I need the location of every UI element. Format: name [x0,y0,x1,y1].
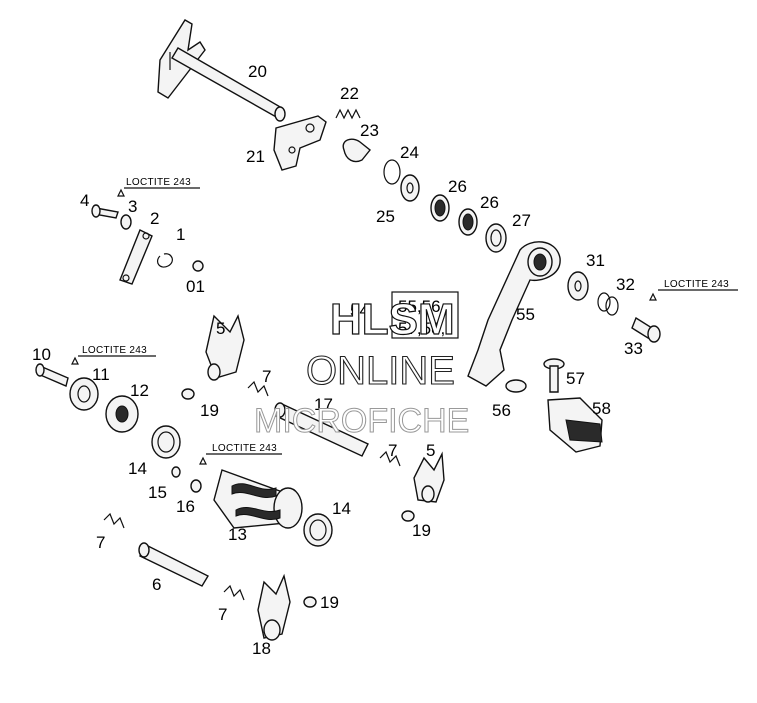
label-box-55-58 [391,291,459,339]
label-19a: 19 [200,401,219,420]
part-26-bearing-b [458,208,478,236]
loctite-label-right: LOCTITE 243 [664,279,729,290]
part-7-spring-b [379,450,401,467]
label-6: 6 [152,575,161,594]
loctite-label-center: LOCTITE 243 [212,443,277,454]
label-box-line1: 55,56, [398,297,445,316]
label-7a: 7 [262,367,271,386]
part-5-fork-lower [413,451,445,503]
part-19-roller-c [303,596,317,608]
label-18: 18 [252,639,271,658]
label-16: 16 [176,497,195,516]
part-57-pin [543,358,565,393]
label-20: 20 [248,62,267,81]
part-19-roller-b [401,510,415,522]
label-23: 23 [360,121,379,140]
label-21: 21 [246,147,265,166]
part-12-shift-star [105,395,139,433]
label-4: 4 [80,191,89,210]
label-01: 01 [186,277,205,296]
part-3-washer [120,214,132,230]
label-15: 15 [148,483,167,502]
part-26-bearing-a [430,194,450,222]
label-12: 12 [130,381,149,400]
part-10-bolt [35,356,79,387]
part-14-seal-a [151,425,181,459]
label-56: 56 [492,401,511,420]
label-33: 33 [624,339,643,358]
label-57: 57 [566,369,585,388]
label-55: 55 [516,305,535,324]
label-26a: 26 [448,177,467,196]
label-19b: 19 [412,521,431,540]
part-7-spring-d [223,584,245,601]
loctite-leaders [78,187,738,455]
part-27-bushing [485,223,507,253]
label-10: 10 [32,345,51,364]
label-7c: 7 [96,533,105,552]
part-56-ring [505,379,527,393]
label-58: 58 [592,399,611,418]
part-15-pin [171,466,181,478]
part-13-shift-drum [213,469,303,529]
label-31: 31 [586,251,605,270]
part-5-fork-upper [205,313,245,381]
label-14b: 14 [332,499,351,518]
part-6-rod [138,542,209,587]
part-16-pin [190,456,207,493]
watermark-line2: ONLINE [306,349,455,393]
part-22-spring [335,108,361,120]
part-7-spring-a [247,380,269,397]
part-11-cam [69,377,99,411]
label-2: 2 [150,209,159,228]
part-31-washer [567,271,589,301]
label-5b: 5 [426,441,435,460]
label-19c: 19 [320,593,339,612]
part-14-seal-b [303,513,333,547]
label-3: 3 [128,197,137,216]
label-13: 13 [228,525,247,544]
part-24-ring [383,159,401,185]
part-20-shift-shaft [157,19,286,122]
part-21-bracket [273,115,327,171]
label-32: 32 [616,275,635,294]
loctite-label-left-mid: LOCTITE 243 [82,345,147,356]
label-1: 1 [176,225,185,244]
loctite-label-top-left: LOCTITE 243 [126,177,191,188]
part-55-shift-lever [467,241,561,387]
label-14a: 14 [128,459,147,478]
part-7-spring-c [103,512,125,529]
label-box-line2: 57,58, [398,319,445,338]
part-23-clip [342,138,371,163]
watermark-line1: HLSM [330,295,455,344]
label-26b: 26 [480,193,499,212]
part-33-bolt [631,292,661,343]
part-2-lever [119,229,153,285]
watermark-line3: MICROFICHE [254,402,469,440]
part-32-rings [597,292,619,316]
label-22: 22 [340,84,359,103]
label-17: 17 [314,395,333,414]
part-25-washer [400,174,420,202]
part-19-roller-a [181,388,195,400]
part-01-roller [192,260,204,272]
label-24: 24 [400,143,419,162]
label-7d: 7 [218,605,227,624]
part-4-screw [91,188,125,219]
label-27: 27 [512,211,531,230]
label-25: 25 [376,207,395,226]
part-58-footpeg [547,397,603,453]
part-18-fork [257,573,291,641]
label-5a: 5 [216,319,225,338]
part-1-spring [156,253,173,268]
label-54: 54 [350,301,369,320]
part-17-rod [274,402,369,457]
label-11: 11 [92,365,110,384]
label-7b: 7 [388,441,397,460]
